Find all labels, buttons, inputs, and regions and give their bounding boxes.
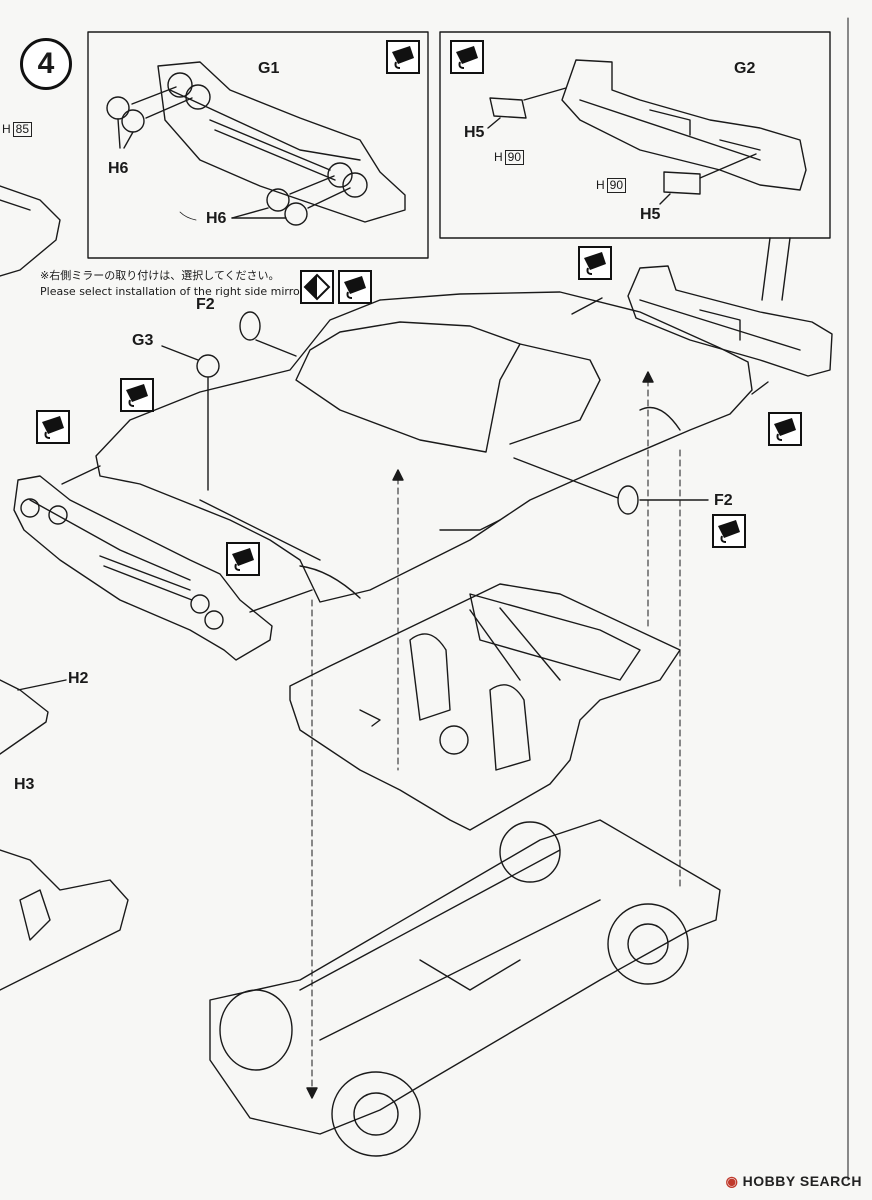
light-h5-right (659, 153, 757, 205)
glue-icon (578, 246, 612, 280)
glue-icon (450, 40, 484, 74)
label-h5-right: H5 (640, 206, 661, 223)
light-h5-left (487, 87, 567, 129)
detail-box-right (439, 31, 831, 239)
note-english: Please select installation of the right … (40, 285, 307, 298)
glue-icon (712, 514, 746, 548)
glue-icon (338, 270, 372, 304)
label-h5-left: H5 (464, 124, 485, 141)
label-h6-bottom: H6 (206, 210, 227, 227)
mirror-g3 (161, 345, 220, 491)
label-g1: G1 (258, 60, 280, 77)
note-japanese: ※右側ミラーの取り付けは、選択してください。 (40, 269, 280, 282)
lamp-h6-top (106, 86, 193, 149)
label-f2-right: F2 (714, 492, 733, 509)
watermark: ◉ HOBBY SEARCH (725, 1173, 862, 1189)
label-h3: H3 (14, 776, 35, 793)
rear-bumper (627, 265, 833, 377)
car-body (95, 291, 753, 603)
grille-g1-detail (157, 61, 406, 223)
glue-icon (386, 40, 420, 74)
front-grille-assembly (13, 475, 273, 661)
glue-icon (120, 378, 154, 412)
detail-box-left (87, 31, 429, 259)
select-option-icon (300, 270, 334, 304)
glue-icon (226, 542, 260, 576)
mirror-f2-right (513, 457, 709, 515)
glue-icon (768, 412, 802, 446)
mirror-selection-note: ※右側ミラーの取り付けは、選択してください。 Please select ins… (40, 268, 307, 300)
label-g3: G3 (132, 332, 154, 349)
glue-icon (36, 410, 70, 444)
label-g2: G2 (734, 60, 756, 77)
bumper-g2-detail (561, 59, 807, 191)
mirror-f2-top (239, 311, 297, 357)
label-h2: H2 (68, 670, 89, 687)
interior-tub (289, 583, 681, 831)
chassis (209, 819, 721, 1157)
label-h6-top: H6 (108, 160, 129, 177)
step-number-badge: 4 (20, 38, 72, 90)
label-f2-top: F2 (196, 296, 215, 313)
lamp-h6-bottom (231, 175, 351, 226)
